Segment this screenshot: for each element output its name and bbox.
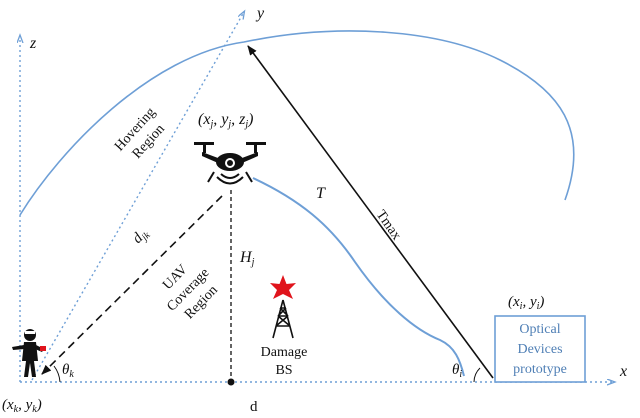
uav-coverage-region-label: UAV Coverage Region xyxy=(160,262,221,322)
device-coordinate-label: (xi, yi) xyxy=(508,294,544,312)
hovering-region-curve xyxy=(19,30,575,216)
angle-k-arc xyxy=(53,365,61,383)
optical-label-line3: prototype xyxy=(513,362,567,377)
djk-arrow xyxy=(41,195,223,375)
damage-star-icon xyxy=(270,275,296,299)
trajectory-curve xyxy=(252,177,465,377)
angle-i-label: θi xyxy=(452,362,462,380)
optical-devices-box xyxy=(494,315,586,383)
hovering-region-label: Hovering Region xyxy=(112,105,168,162)
height-hj-label: Hj xyxy=(239,249,255,268)
damage-label: Damage xyxy=(261,345,308,360)
user-person-icon xyxy=(12,329,46,377)
damage-bs-tower-icon xyxy=(270,275,296,339)
optical-label-line1: Optical xyxy=(519,322,560,337)
angle-i-arc xyxy=(473,367,481,383)
distance-djk-label: djk xyxy=(130,225,154,249)
tmax-arrow xyxy=(247,45,494,379)
axis-z-label: z xyxy=(29,35,37,52)
height-foot-point xyxy=(227,378,235,386)
uav-coordinate-label: (xj, yj, zj) xyxy=(198,111,253,130)
y-axis xyxy=(31,12,244,381)
bs-label: BS xyxy=(275,363,292,378)
axis-x-label: x xyxy=(619,363,627,380)
optical-label-line2: Devices xyxy=(517,342,562,357)
angle-k-label: θk xyxy=(62,362,74,380)
user-coordinate-label: (xk, yk) xyxy=(2,397,42,415)
distance-d-label: d xyxy=(250,399,258,415)
uav-drone-icon xyxy=(194,142,266,185)
axis-y-label: y xyxy=(255,5,265,22)
tmax-label: Tmax xyxy=(373,208,404,243)
trajectory-t-label: T xyxy=(316,185,326,202)
